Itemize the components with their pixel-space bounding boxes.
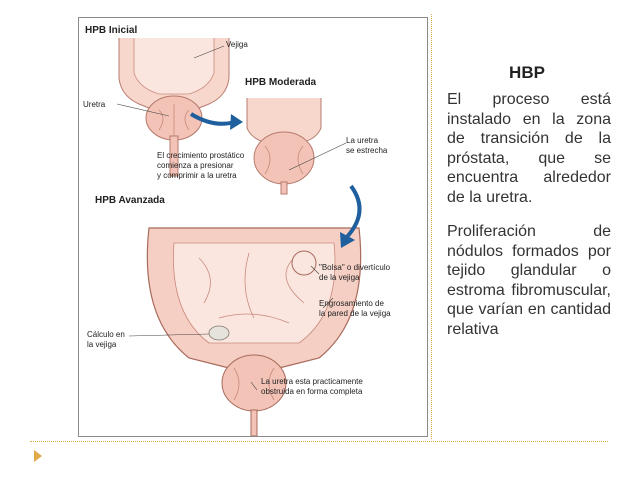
- advanced-stage-drawing: [146, 227, 362, 436]
- growth-label-line1: El crecimiento prostático: [157, 151, 245, 160]
- hpb-illustration: [116, 38, 362, 436]
- paragraph-nodule-proliferation: Proliferación de nódulos formados por te…: [447, 223, 611, 338]
- arrow-head-1: [230, 114, 243, 130]
- arrow-head-2: [340, 232, 355, 248]
- leader-lines: [116, 45, 347, 391]
- narrowing-label-line1: La uretra: [346, 136, 379, 145]
- vertical-divider: [431, 14, 432, 439]
- paragraph-transition-zone: El proceso está instalado en la zona de …: [447, 91, 611, 206]
- stage-advanced-label: HPB Avanzada: [95, 195, 165, 206]
- arrow-moderate-to-advanced: [342, 184, 362, 242]
- thickening-label-line2: la pared de la vejiga: [319, 309, 391, 318]
- obstructed-label-line2: obstruida en forma completa: [261, 387, 363, 396]
- moderate-stage-drawing: [246, 98, 322, 195]
- slide-title: HBP: [509, 63, 545, 82]
- stone-label-line2: la vejiga: [87, 340, 117, 349]
- growth-label-line2: comienza a presionar: [157, 161, 234, 170]
- urethra-label: Uretra: [83, 100, 106, 109]
- obstructed-label-line1: La uretra esta practicamente: [261, 377, 363, 386]
- hpb-figure: HPB Inicial Vejiga HPB Moderada Uretra L…: [78, 17, 428, 437]
- slide-bullet-icon: [34, 450, 42, 462]
- stage-initial-label: HPB Inicial: [85, 25, 138, 36]
- narrowing-label-line2: se estrecha: [346, 146, 388, 155]
- pouch-label-line2: de la vejiga: [319, 273, 360, 282]
- horizontal-divider: [30, 441, 608, 442]
- stone-label-line1: Cálculo en: [87, 330, 125, 339]
- stage-moderate-label: HPB Moderada: [245, 77, 317, 88]
- growth-label-line3: y comprimir a la uretra: [157, 171, 237, 180]
- bladder-label: Vejiga: [226, 40, 248, 49]
- initial-stage-drawing: [118, 38, 230, 177]
- thickening-label-line1: Engrosamiento de: [319, 299, 384, 308]
- pouch-label-line1: "Bolsa" o divertículo: [319, 263, 391, 272]
